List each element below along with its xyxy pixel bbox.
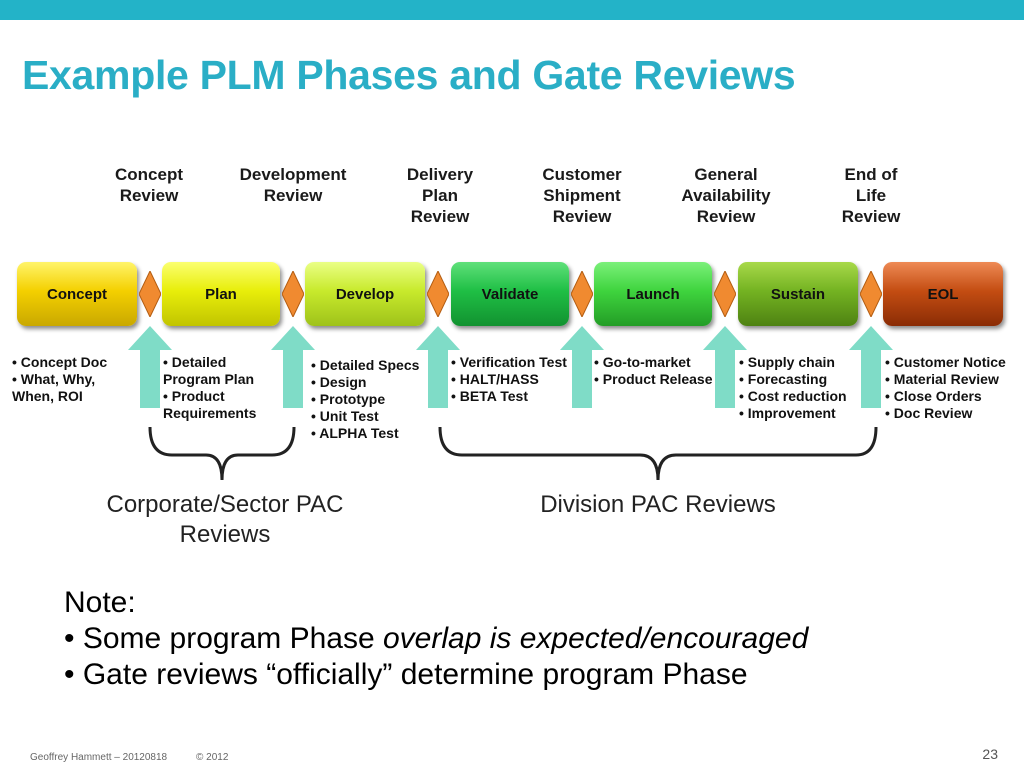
bullet-item: • Material Review — [885, 371, 999, 387]
gate-diamond-2 — [282, 271, 304, 317]
gate-arrow-5 — [703, 326, 747, 408]
bullet-item: • BETA Test — [451, 388, 528, 404]
bullet-item: • Close Orders — [885, 388, 982, 404]
note-block: Note: • Some program Phase overlap is ex… — [64, 585, 808, 693]
bullet-item: • Cost reduction — [739, 388, 847, 404]
phase-launch: Launch — [594, 262, 712, 326]
phase-eol: EOL — [883, 262, 1003, 326]
bullet-item: • Design — [311, 374, 367, 390]
gate-diamond-1 — [139, 271, 161, 317]
bullets-launch: • Go-to-market • Product Release — [594, 354, 713, 388]
division-pac-brace — [438, 426, 878, 481]
bullets-plan: • Detailed Program Plan • Product Requir… — [163, 354, 256, 422]
bullet-item: When, ROI — [12, 388, 83, 404]
phase-label-develop: Develop — [335, 285, 395, 303]
gate-label-concept-review: Concept Review — [115, 165, 183, 205]
gate-diamond-6 — [860, 271, 882, 317]
bullet-item: • What, Why, — [12, 371, 96, 387]
gate-label-end-of-life-review: End of Life Review — [841, 165, 901, 226]
bullet-item: • Customer Notice — [885, 354, 1006, 370]
bullet-item: • Verification Test — [451, 354, 567, 370]
bullet-item: • ALPHA Test — [311, 425, 399, 441]
bullet-item: • Product Release — [594, 371, 713, 387]
bullet-item: • Detailed Specs — [311, 357, 420, 373]
phase-validate: Validate — [451, 262, 569, 326]
gate-label-customer-shipment-review: Customer Shipment Review — [542, 165, 622, 226]
bullet-item: • Improvement — [739, 405, 836, 421]
bullet-item: • Doc Review — [885, 405, 973, 421]
bullet-item: • Concept Doc — [12, 354, 108, 370]
footer-author: Geoffrey Hammett – 20120818 — [30, 752, 168, 763]
phase-plan: Plan — [162, 262, 280, 326]
bullets-concept: • Concept Doc • What, Why, When, ROI — [12, 354, 107, 405]
bullet-item: • HALT/HASS — [451, 371, 539, 387]
bullet-item: Requirements — [163, 405, 257, 421]
corporate-pac-label: Corporate/Sector PAC Reviews — [106, 491, 344, 548]
gate-label-development-review: Development Review — [239, 165, 347, 205]
bullets-validate: • Verification Test • HALT/HASS • BETA T… — [451, 354, 567, 405]
gate-arrow-1 — [128, 326, 172, 408]
bullet-item: • Unit Test — [311, 408, 379, 424]
gate-arrow-2 — [271, 326, 315, 408]
gate-arrow-3 — [416, 326, 460, 408]
gate-arrow-4 — [560, 326, 604, 408]
bullet-item: • Supply chain — [739, 354, 835, 370]
gate-label-general-availability-review: General Availability Review — [681, 165, 771, 226]
gate-label-delivery-plan-review: Delivery Plan Review — [406, 165, 474, 226]
gate-diamond-4 — [571, 271, 593, 317]
phase-label-validate: Validate — [481, 285, 539, 303]
phase-label-launch: Launch — [626, 285, 680, 303]
bullet-item: Program Plan — [163, 371, 255, 387]
bullets-develop: • Detailed Specs • Design • Prototype • … — [311, 357, 419, 442]
gate-diamond-5 — [714, 271, 736, 317]
page-number: 23 — [982, 746, 998, 762]
note-line-1-emphasis: overlap is expected/encouraged — [382, 622, 809, 655]
phase-label-plan: Plan — [205, 285, 237, 303]
bullet-item: • Go-to-market — [594, 354, 691, 370]
bullet-item: • Forecasting — [739, 371, 828, 387]
bullet-item: • Product — [163, 388, 225, 404]
phase-label-eol: EOL — [927, 285, 959, 303]
phase-label-concept: Concept — [47, 285, 107, 303]
division-pac-label: Division PAC Reviews — [540, 491, 776, 518]
footer-copyright: © 2012 — [196, 752, 229, 763]
top-accent-bar — [0, 0, 1024, 20]
bullet-item: • Prototype — [311, 391, 386, 407]
note-line-1: • Some program Phase overlap is expected… — [64, 621, 808, 657]
gate-arrow-6 — [849, 326, 893, 408]
phase-concept: Concept — [17, 262, 137, 326]
phase-sustain: Sustain — [738, 262, 858, 326]
phase-label-sustain: Sustain — [770, 285, 826, 303]
bullet-item: • Detailed — [163, 354, 227, 370]
corporate-pac-brace — [148, 426, 296, 481]
bullets-eol: • Customer Notice • Material Review • Cl… — [885, 354, 1006, 422]
note-heading: Note: — [64, 586, 136, 619]
phase-develop: Develop — [305, 262, 425, 326]
gate-diamond-3 — [427, 271, 449, 317]
bullets-sustain: • Supply chain • Forecasting • Cost redu… — [739, 354, 847, 422]
slide-title: Example PLM Phases and Gate Reviews — [22, 52, 796, 98]
note-line-2: • Gate reviews “officially” determine pr… — [64, 658, 748, 691]
note-line-1-prefix: • Some program Phase — [64, 622, 383, 655]
